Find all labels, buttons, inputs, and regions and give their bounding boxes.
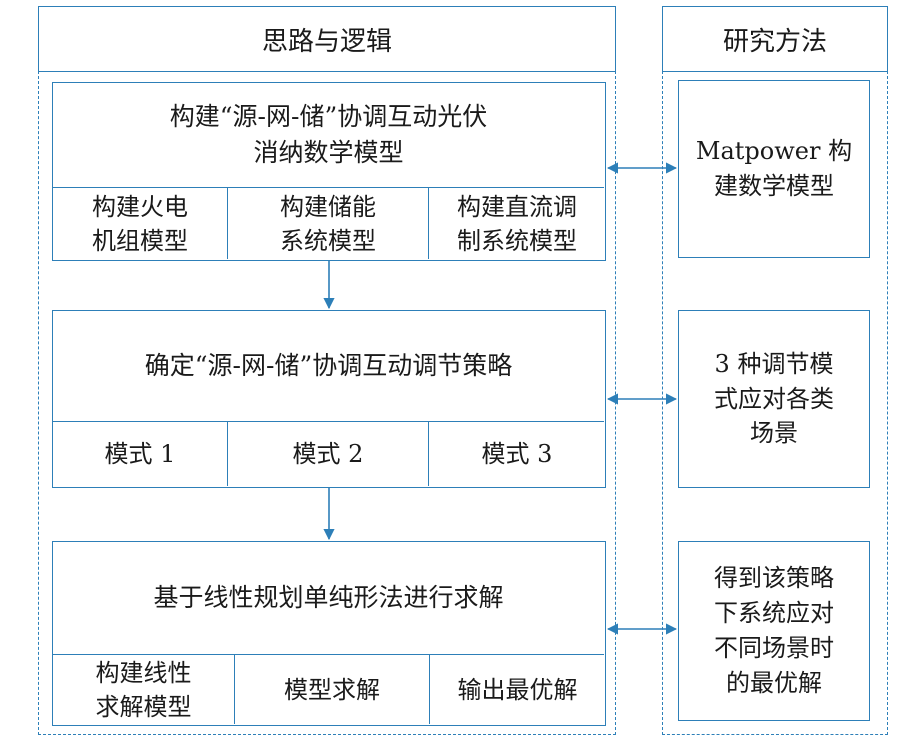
logic-header-label: 思路与逻辑 <box>261 26 392 57</box>
step3-cell-linear-model: 构建线性 求解模型 <box>95 658 192 721</box>
step3-col-divider-2 <box>429 654 430 724</box>
step2-cell-mode1: 模式 1 <box>104 440 176 469</box>
step1-divider <box>53 187 604 188</box>
step2-cell-mode2: 模式 2 <box>292 440 364 469</box>
step1-cell-thermal: 构建火电 机组模型 <box>92 192 188 255</box>
step3-col-divider-1 <box>234 654 235 724</box>
step1-title: 构建“源-网-储”协调互动光伏 消纳数学模型 <box>169 101 488 167</box>
step1-col-divider-2 <box>428 187 429 259</box>
step2-col-divider-1 <box>227 421 228 486</box>
method-box-optimal: 得到该策略 下系统应对 不同场景时 的最优解 <box>678 541 870 721</box>
methods-header: 研究方法 <box>662 6 888 72</box>
step2-cell-mode3: 模式 3 <box>481 440 553 469</box>
step2-col-divider-2 <box>428 421 429 486</box>
step2-title: 确定“源-网-储”协调互动调节策略 <box>144 350 513 380</box>
methods-header-label: 研究方法 <box>722 26 827 57</box>
method-box-modes: 3 种调节模 式应对各类 场景 <box>678 310 870 488</box>
step3-title: 基于线性规划单纯形法进行求解 <box>153 582 504 612</box>
step3-cell-solve: 模型求解 <box>284 675 380 704</box>
logic-header: 思路与逻辑 <box>38 6 616 72</box>
step3-divider <box>53 654 604 655</box>
method-box-matpower: Matpower 构 建数学模型 <box>678 80 870 258</box>
step1-cell-storage: 构建储能 系统模型 <box>280 192 376 255</box>
step1-block: 构建“源-网-储”协调互动光伏 消纳数学模型 构建火电 机组模型 构建储能 系统… <box>52 82 606 261</box>
step1-cell-dc: 构建直流调 制系统模型 <box>457 192 577 255</box>
step1-col-divider-1 <box>227 187 228 259</box>
step3-block: 基于线性规划单纯形法进行求解 构建线性 求解模型 模型求解 输出最优解 <box>52 541 606 726</box>
step2-block: 确定“源-网-储”协调互动调节策略 模式 1 模式 2 模式 3 <box>52 310 606 488</box>
step3-cell-output: 输出最优解 <box>457 675 578 704</box>
step2-divider <box>53 421 604 422</box>
